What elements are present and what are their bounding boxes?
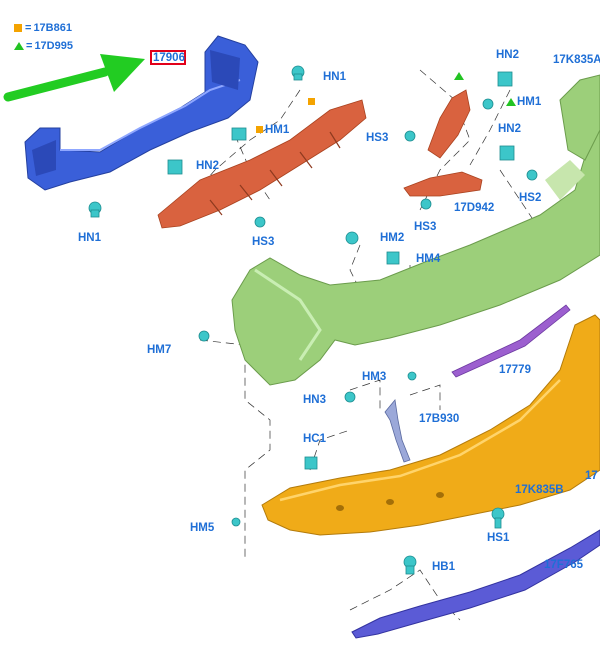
label-hs3[interactable]: HS3 xyxy=(414,221,437,233)
label-hn1[interactable]: HN1 xyxy=(323,71,347,83)
label-hn3[interactable]: HN3 xyxy=(303,394,327,406)
energy-absorber-left xyxy=(157,99,367,229)
label-17d942[interactable]: 17D942 xyxy=(454,202,495,214)
label-hn1[interactable]: HN1 xyxy=(78,232,102,244)
label-hs1[interactable]: HS1 xyxy=(487,532,510,544)
label-hs3[interactable]: HS3 xyxy=(252,236,275,248)
legend-square-code: 17B861 xyxy=(33,22,72,34)
label-hs3[interactable]: HS3 xyxy=(366,132,389,144)
label-hn2[interactable]: HN2 xyxy=(496,49,520,61)
label-hm3[interactable]: HM3 xyxy=(362,371,387,383)
label-hb1[interactable]: HB1 xyxy=(432,561,456,573)
energy-absorber-upper xyxy=(427,89,471,159)
square-marker-icon xyxy=(308,98,315,105)
legend-triangle-code: 17D995 xyxy=(34,40,73,52)
bumper-cover xyxy=(231,74,600,386)
fasteners xyxy=(88,65,538,575)
triangle-marker-icon xyxy=(454,72,464,80)
label-hn2[interactable]: HN2 xyxy=(196,160,220,172)
highlighted-part-callout[interactable]: 17906 xyxy=(150,50,186,65)
bracket-rod xyxy=(384,399,411,463)
bumper-reinforcement-beam xyxy=(24,35,259,191)
legend-triangle-prefix: = xyxy=(26,40,33,52)
label-17k835a[interactable]: 17K835A xyxy=(553,54,600,66)
label-17b930[interactable]: 17B930 xyxy=(419,413,460,425)
label-hm2[interactable]: HM2 xyxy=(380,232,405,244)
square-marker-icon xyxy=(256,126,263,133)
label-hc1[interactable]: HC1 xyxy=(303,433,327,445)
label-hm1[interactable]: HM1 xyxy=(265,124,290,136)
label-17k835b[interactable]: 17K835B xyxy=(515,484,564,496)
leader-lines xyxy=(179,69,541,621)
label-17f765[interactable]: 17F765 xyxy=(544,559,584,571)
highlighted-part-number: 17906 xyxy=(153,52,185,64)
legend-square: = 17B861 xyxy=(14,22,72,34)
legend-triangle: = 17D995 xyxy=(14,40,73,52)
label-hn2[interactable]: HN2 xyxy=(498,123,522,135)
green-arrow xyxy=(3,54,145,102)
label-hm4[interactable]: HM4 xyxy=(416,253,441,265)
label-hm5[interactable]: HM5 xyxy=(190,522,215,534)
label-17779[interactable]: 17779 xyxy=(499,364,531,376)
trim-strip xyxy=(451,304,571,378)
label-hm1[interactable]: HM1 xyxy=(517,96,542,108)
label-hs2[interactable]: HS2 xyxy=(519,192,542,204)
label-17[interactable]: 17 xyxy=(585,470,598,482)
energy-absorber-right xyxy=(403,171,483,197)
skid-plate xyxy=(351,529,600,639)
label-hm7[interactable]: HM7 xyxy=(147,344,172,356)
bumper-fascia-lower xyxy=(261,314,600,536)
legend-square-prefix: = xyxy=(25,22,32,34)
triangle-marker-icon xyxy=(14,42,24,50)
triangle-marker-icon xyxy=(506,98,516,106)
square-marker-icon xyxy=(14,24,22,32)
